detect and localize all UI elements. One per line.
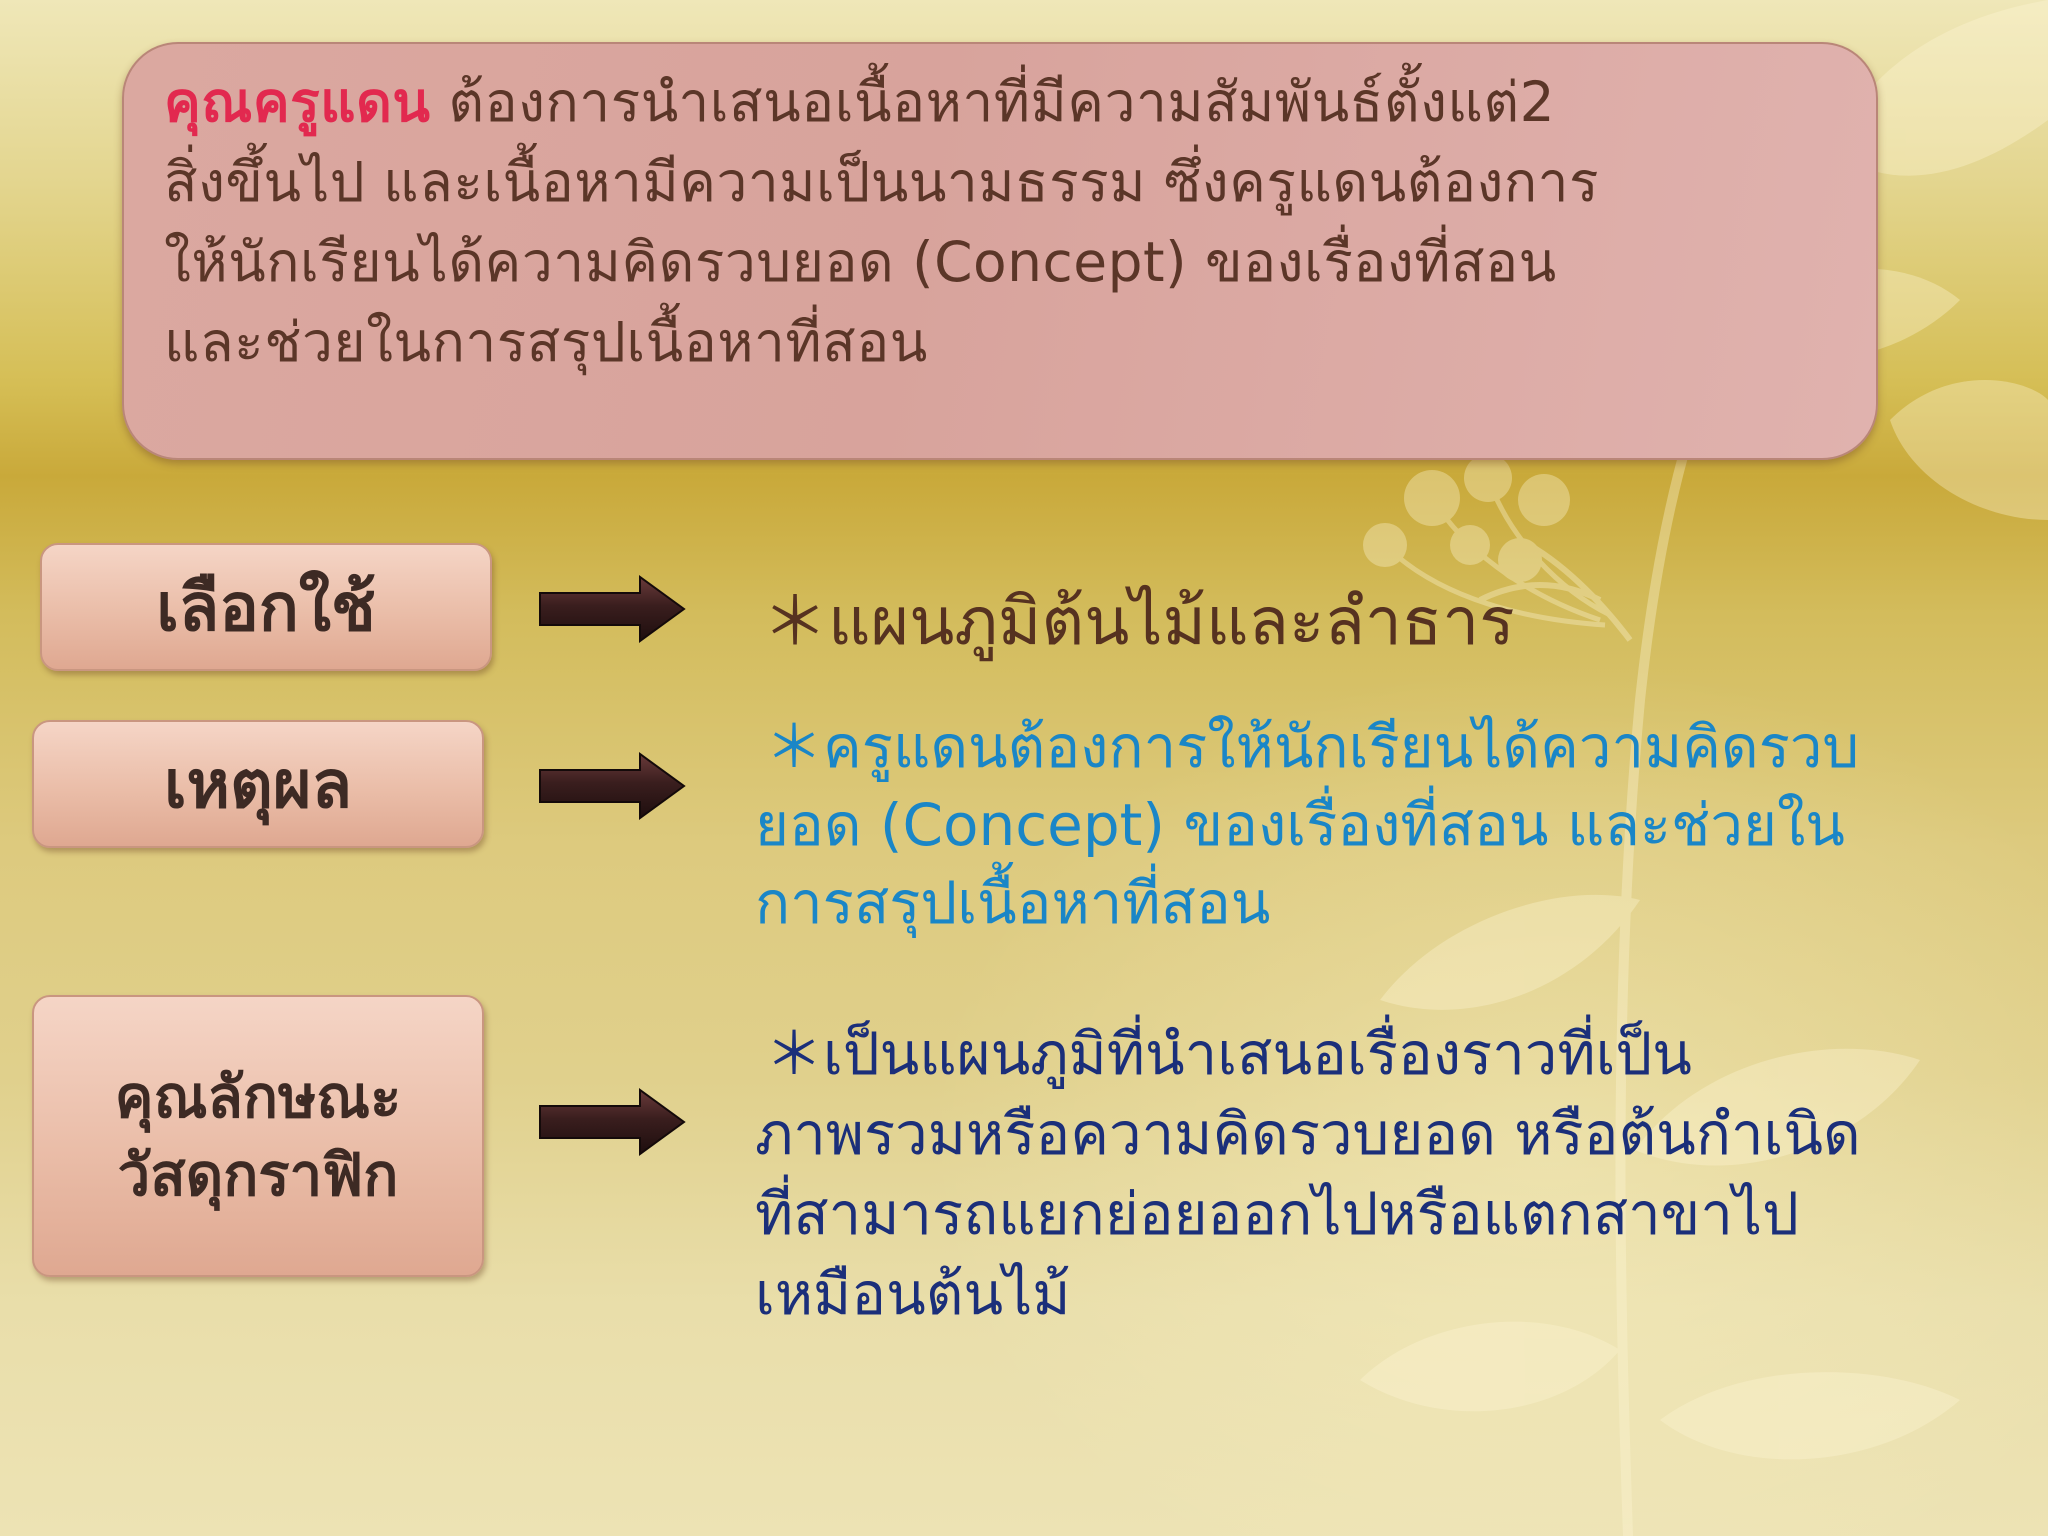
- label-box-choice: เลือกใช้: [40, 543, 492, 671]
- answer-characteristic-line-2: ภาพรวมหรือความคิดรวบยอด หรือต้นกำเนิด: [755, 1100, 1861, 1168]
- right-arrow-icon: [539, 752, 686, 820]
- intro-teacher-name: คุณครูแดน: [164, 70, 431, 134]
- intro-callout-box: คุณครูแดน ต้องการนำเสนอเนื้อหาที่มีความส…: [122, 42, 1878, 460]
- right-arrow-icon: [539, 1088, 686, 1156]
- label-characteristic-line-1: คุณลักษณะ: [114, 1063, 402, 1131]
- answer-characteristic-line-1: ＊เป็นแผนภูมิที่นำเสนอเรื่องราวที่เป็น: [765, 1020, 1692, 1088]
- answer-choice-text: ＊แผนภูมิต้นไม้และลำธาร: [762, 583, 1515, 660]
- answer-reason-line-1: ＊ครูแดนต้องการให้นักเรียนได้ความคิดรวบ: [765, 713, 1860, 781]
- intro-line-2: สิ่งขึ้นไป และเนื้อหามีความเป็นนามธรรม ซ…: [164, 150, 1600, 214]
- intro-paragraph: คุณครูแดน ต้องการนำเสนอเนื้อหาที่มีความส…: [164, 62, 1836, 382]
- answer-reason-line-2: ยอด (Concept) ของเรื่องที่สอน และช่วยใน: [755, 791, 1845, 859]
- answer-characteristic-line-4: เหมือนต้นไม้: [755, 1260, 1071, 1328]
- label-reason-text: เหตุผล: [163, 745, 353, 823]
- answer-reason-line-3: การสรุปเนื้อหาที่สอน: [755, 869, 1271, 937]
- intro-line-4: และช่วยในการสรุปเนื้อหาที่สอน: [164, 310, 928, 374]
- label-box-reason: เหตุผล: [32, 720, 484, 848]
- intro-line-3: ให้นักเรียนได้ความคิดรวบยอด (Concept) ขอ…: [164, 230, 1557, 294]
- label-characteristic-line-2: วัสดุกราฟิก: [117, 1141, 399, 1209]
- answer-characteristic-line-3: ที่สามารถแยกย่อยออกไปหรือแตกสาขาไป: [755, 1180, 1799, 1248]
- label-choice-text: เลือกใช้: [156, 568, 376, 646]
- right-arrow-icon: [539, 575, 686, 643]
- label-box-characteristic: คุณลักษณะ วัสดุกราฟิก: [32, 995, 484, 1277]
- intro-line-1: ต้องการนำเสนอเนื้อหาที่มีความสัมพันธ์ตั้…: [430, 70, 1556, 134]
